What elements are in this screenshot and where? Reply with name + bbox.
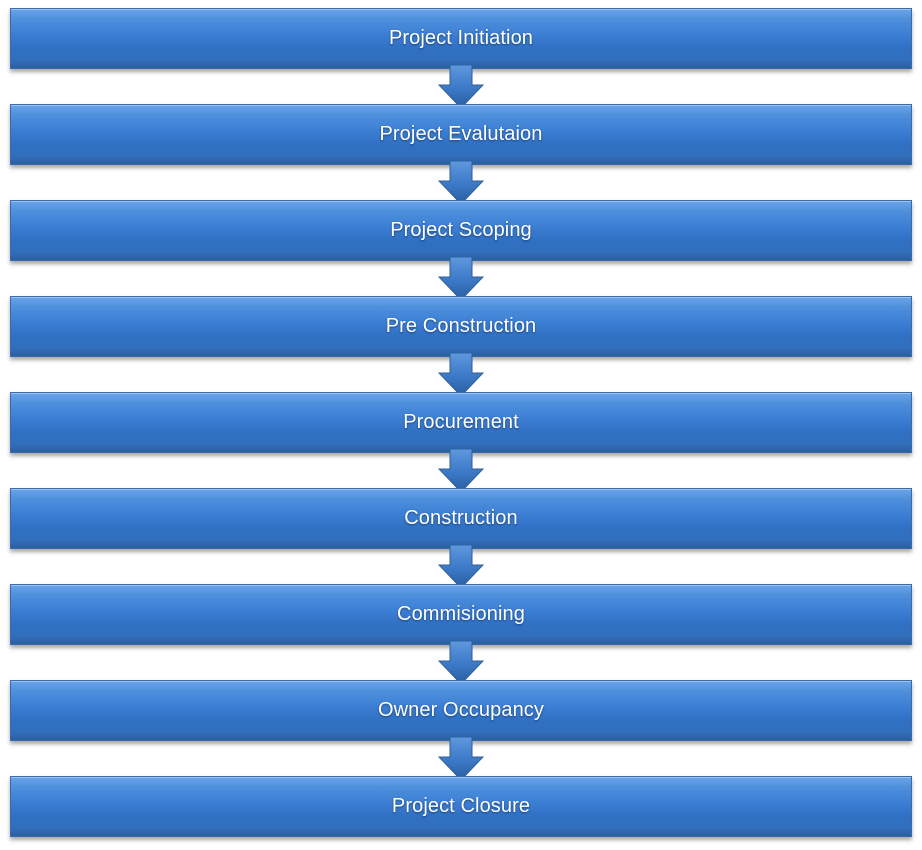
down-arrow-icon — [438, 353, 484, 397]
arrow-shape — [438, 737, 484, 781]
down-arrow-icon — [438, 449, 484, 493]
stage-box: Project Evalutaion — [10, 104, 912, 165]
arrow-shape — [438, 641, 484, 685]
arrow-shape — [438, 161, 484, 205]
stage-box: Project Scoping — [10, 200, 912, 261]
arrow-shape — [438, 257, 484, 301]
stage-label: Owner Occupancy — [377, 699, 544, 721]
arrow-shape — [438, 449, 484, 493]
stage-box: Procurement — [10, 392, 912, 453]
down-arrow-icon — [438, 641, 484, 685]
stage-label: Construction — [404, 507, 518, 529]
stage-label: Project Closure — [391, 795, 531, 817]
down-arrow-icon — [438, 161, 484, 205]
stage-box: Pre Construction — [10, 296, 912, 357]
stage-box: Construction — [10, 488, 912, 549]
down-arrow-icon — [438, 545, 484, 589]
stage-label: Project Initiation — [388, 27, 534, 49]
arrow-shape — [438, 545, 484, 589]
down-arrow-icon — [438, 257, 484, 301]
stage-label: Procurement — [403, 411, 519, 433]
stage-label: Pre Construction — [385, 315, 537, 337]
stage-box: Owner Occupancy — [10, 680, 912, 741]
stage-box: Project Closure — [10, 776, 912, 837]
arrow-shape — [438, 65, 484, 109]
down-arrow-icon — [438, 65, 484, 109]
stage-label: Commisioning — [397, 603, 525, 625]
stage-label: Project Evalutaion — [379, 123, 543, 145]
down-arrow-icon — [438, 737, 484, 781]
stage-label: Project Scoping — [390, 219, 532, 241]
stage-box: Project Initiation — [10, 8, 912, 69]
stage-box: Commisioning — [10, 584, 912, 645]
arrow-shape — [438, 353, 484, 397]
